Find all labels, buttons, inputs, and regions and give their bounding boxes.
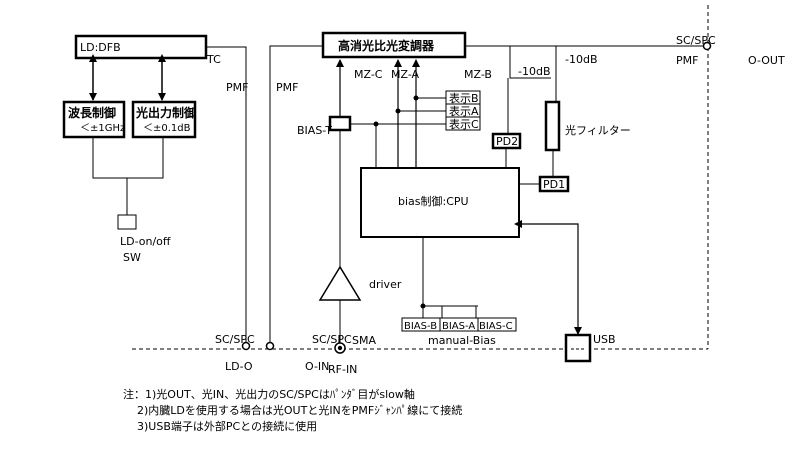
pd2-label: PD2 xyxy=(496,135,518,148)
laser-label: LD:DFB xyxy=(80,41,121,54)
switch-wire xyxy=(92,137,164,179)
sc-spc-left-label: SC/SPC xyxy=(215,333,255,346)
enclosure-border xyxy=(132,5,709,350)
note-3: 3)USB端子は外部PCとの接続に使用 xyxy=(137,419,317,433)
ld-switch[interactable] xyxy=(117,214,137,230)
display-wires xyxy=(376,97,446,125)
sma-label: SMA xyxy=(352,334,376,347)
display-c-label: 表示C xyxy=(449,117,479,131)
ld-switch-label: LD-on/off xyxy=(120,235,171,248)
rf-in-label: RF-IN xyxy=(328,363,357,376)
ld-o-connector[interactable] xyxy=(241,341,251,351)
bias-tee-label: BIAS-T xyxy=(297,124,332,137)
cpu-block xyxy=(360,167,520,238)
pmf-mid-label: PMF xyxy=(276,81,298,94)
pmf-left-label: PMF xyxy=(226,81,248,94)
wavelength-control-label: 波長制御 xyxy=(68,105,116,120)
minus10db-label-1: -10dB xyxy=(518,65,551,78)
ld-fiber xyxy=(206,46,247,343)
driver-label: driver xyxy=(369,278,402,291)
mz-a-label: MZ-A xyxy=(391,68,420,81)
junction-display-b xyxy=(413,95,419,101)
cpu-label: bias制御:CPU xyxy=(398,194,469,208)
bias-b-label: BIAS-B xyxy=(404,321,437,332)
modulator-block xyxy=(321,31,467,59)
junction-manual-bias xyxy=(420,303,426,309)
usb-label: USB xyxy=(593,333,616,346)
bias-c-label: BIAS-C xyxy=(479,321,513,332)
display-c xyxy=(445,116,481,131)
power-control-block xyxy=(131,100,197,139)
modulator-label: 高消光比光変調器 xyxy=(338,38,435,53)
o-in-connector[interactable] xyxy=(265,341,275,351)
usb-port[interactable] xyxy=(564,333,592,363)
cpu-usb-link xyxy=(514,220,582,335)
power-control-label: 光出力制御 xyxy=(135,105,196,120)
o-in-fiber xyxy=(269,45,323,343)
bias-tee-block xyxy=(328,115,352,132)
bias-a-label: BIAS-A xyxy=(442,321,475,332)
mz-c-label: MZ-C xyxy=(354,68,383,81)
o-in-label: O-IN xyxy=(305,360,329,373)
note-2: 2)内臓LDを使用する場合は光OUTと光INをPMFｼﾞｬﾝﾊﾟ線にて接続 xyxy=(137,403,462,417)
mz-b-label: MZ-B xyxy=(464,68,492,81)
pd1-label: PD1 xyxy=(543,178,565,191)
minus10db-label-2: -10dB xyxy=(565,53,598,66)
o-out-label: O-OUT xyxy=(748,54,785,67)
rf-in-connector-inner xyxy=(337,345,343,351)
display-b-label: 表示B xyxy=(449,91,479,105)
pmf-right-label: PMF xyxy=(676,54,698,67)
optical-filter-block xyxy=(544,100,561,152)
optical-filter-label: 光フィルター xyxy=(565,123,631,137)
manual-bias-label: manual-Bias xyxy=(428,334,496,347)
driver-amplifier xyxy=(318,265,362,301)
sw-label: SW xyxy=(123,251,141,264)
power-spec: ＜±0.1dB xyxy=(143,123,191,134)
sc-spc-top-label: SC/SPC xyxy=(676,34,716,47)
tc-label: TC xyxy=(206,53,221,66)
wavelength-spec: ＜±1GHz xyxy=(80,123,125,134)
display-a-label: 表示A xyxy=(449,104,479,118)
pd2-tap xyxy=(509,46,551,79)
ld-o-label: LD-O xyxy=(225,360,253,373)
note-1: 注：1)光OUT、光IN、光出力のSC/SPCはﾊﾟﾝﾀﾞ目がslow軸 xyxy=(123,387,415,401)
sc-spc-mid-label: SC/SPC xyxy=(312,333,352,346)
wavelength-control-block xyxy=(62,100,126,139)
junction-display-a xyxy=(395,108,401,114)
o-out-connector[interactable] xyxy=(702,41,712,51)
